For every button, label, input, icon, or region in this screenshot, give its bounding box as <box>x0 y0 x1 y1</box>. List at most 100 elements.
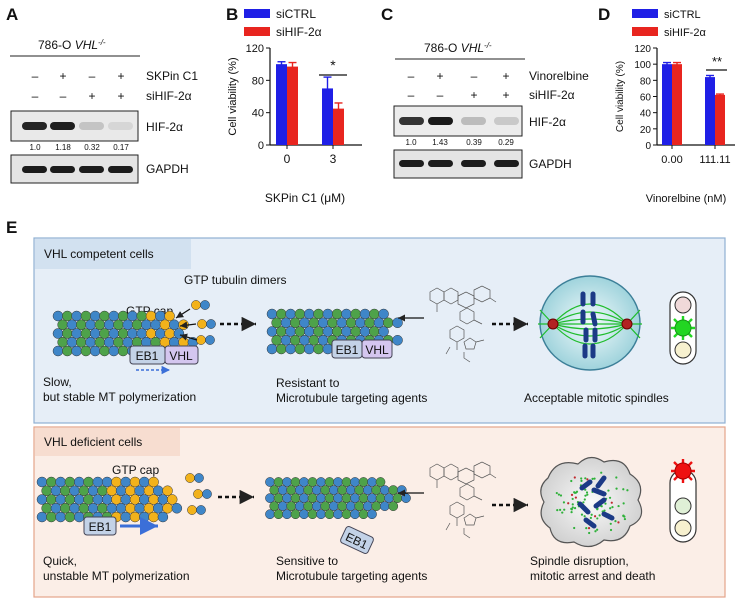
panel-a: A 786-O VHL-/- – + – + SKPin C1 – – + + … <box>6 5 198 184</box>
tubulin-subunit <box>101 476 113 488</box>
tubulin-dimer <box>193 489 203 499</box>
fragment-dot <box>615 487 618 490</box>
tubulin-subunit <box>358 509 369 520</box>
tubulin-subunit <box>316 477 326 487</box>
tubulin-subunit <box>73 494 85 505</box>
tubulin-subunit <box>271 317 282 328</box>
panel-c-row2-label: siHIF-2α <box>529 88 575 102</box>
scattered-chromosomes <box>577 475 615 529</box>
fragment-dot <box>614 520 617 523</box>
tubulin-subunit <box>162 503 173 514</box>
tubulin-subunit <box>134 503 145 514</box>
quant-value: 1.0 <box>29 143 41 152</box>
tubulin-subunit <box>92 476 104 488</box>
fragment-dot <box>610 501 613 504</box>
light-bottom <box>674 519 692 537</box>
tubulin-dimer <box>196 335 206 345</box>
dimers-label: GTP tubulin dimers <box>184 273 287 287</box>
tubulin-subunit <box>273 509 284 520</box>
traffic-light-red <box>669 459 697 543</box>
fragment-dot <box>588 531 591 535</box>
gapdh-band <box>494 160 519 167</box>
fragment-dot <box>591 477 594 480</box>
irregular-membrane <box>540 456 643 548</box>
tubulin-subunit <box>303 326 315 337</box>
tubulin-subunit <box>359 308 371 320</box>
panel-a-hif-bands <box>22 122 133 130</box>
tubulin-subunit <box>341 477 352 487</box>
tubulin-subunit <box>64 511 76 523</box>
traffic-light-green <box>669 291 697 365</box>
tubulin-subunit <box>113 319 124 330</box>
tubulin-subunit <box>336 317 347 328</box>
fragment-dot <box>570 493 574 496</box>
tubulin-subunit <box>171 503 183 514</box>
centrosome <box>547 318 559 330</box>
fragment-dot <box>571 506 574 509</box>
tubulin-subunit <box>148 494 159 505</box>
tubulin-subunit <box>71 310 82 322</box>
fragment-dot <box>570 508 573 511</box>
tubulin-subunit <box>78 485 90 496</box>
tubulin-subunit <box>52 328 64 339</box>
tubulin-subunit <box>69 503 80 514</box>
fragment-dot <box>580 479 583 482</box>
tubulin-subunit <box>159 319 171 330</box>
tubulin-subunit <box>89 345 101 357</box>
legend-swatch <box>244 9 270 18</box>
quant-value: 0.32 <box>84 143 100 152</box>
tubulin-subunit <box>354 501 365 511</box>
tubulin-subunit <box>50 485 62 496</box>
fragment-dot <box>570 479 573 483</box>
tubulin-subunit <box>350 493 360 503</box>
tubulin-subunit <box>145 328 157 339</box>
bar <box>672 64 682 145</box>
tubulin-dimer <box>200 300 210 310</box>
tubulin-subunit <box>294 326 306 337</box>
fragment-dot <box>570 511 573 514</box>
tubulin-subunit <box>341 326 352 337</box>
tubulin-subunit <box>324 509 335 520</box>
tubulin-subunit <box>322 343 334 355</box>
mitotic-spindle-cell <box>538 275 642 371</box>
tubulin-subunit <box>358 493 369 503</box>
legend-swatch <box>244 27 270 36</box>
significance-marker: ** <box>712 54 722 69</box>
competent-caption-3: Acceptable mitotic spindles <box>524 391 669 405</box>
tubulin-subunit <box>294 343 306 355</box>
tubulin-subunit <box>313 326 324 337</box>
fragment-dot <box>580 477 583 480</box>
tubulin-subunit <box>164 310 175 322</box>
tubulin-subunit <box>311 501 322 511</box>
significance-marker: * <box>330 57 336 73</box>
tubulin-dimer <box>194 473 204 483</box>
tubulin-subunit <box>362 485 373 495</box>
quant-value: 0.29 <box>498 138 514 147</box>
tubulin-subunit <box>141 319 152 330</box>
quant-value: 1.0 <box>405 138 417 147</box>
gapdh-band <box>22 166 47 173</box>
tubulin-subunit <box>266 343 278 355</box>
fragment-dot <box>593 515 597 518</box>
quant-value: 0.39 <box>466 138 482 147</box>
tubulin-subunit <box>115 485 127 496</box>
tubulin-subunit <box>282 509 292 520</box>
fragment-dot <box>611 506 614 509</box>
tubulin-subunit <box>331 308 343 320</box>
drug-structure <box>429 461 497 539</box>
fragment-dot <box>622 488 625 491</box>
tubulin-subunit <box>60 485 71 496</box>
tubulin-subunit <box>265 493 275 503</box>
fragment-dot <box>626 489 629 492</box>
fragment-dot <box>582 501 585 504</box>
legend-swatch <box>632 9 658 18</box>
vhl-competent-section: VHL competent cells GTP tubulin dimers G… <box>33 237 726 424</box>
tubulin-subunit <box>80 345 92 357</box>
tubulin-subunit <box>324 477 335 487</box>
panel-a-cell-line-title: 786-O VHL-/- <box>38 38 106 52</box>
vhl-protein <box>164 345 199 365</box>
tubulin-subunit <box>294 501 305 511</box>
x-tick-label: 111.11 <box>699 154 730 166</box>
tubulin-subunit <box>364 317 375 328</box>
